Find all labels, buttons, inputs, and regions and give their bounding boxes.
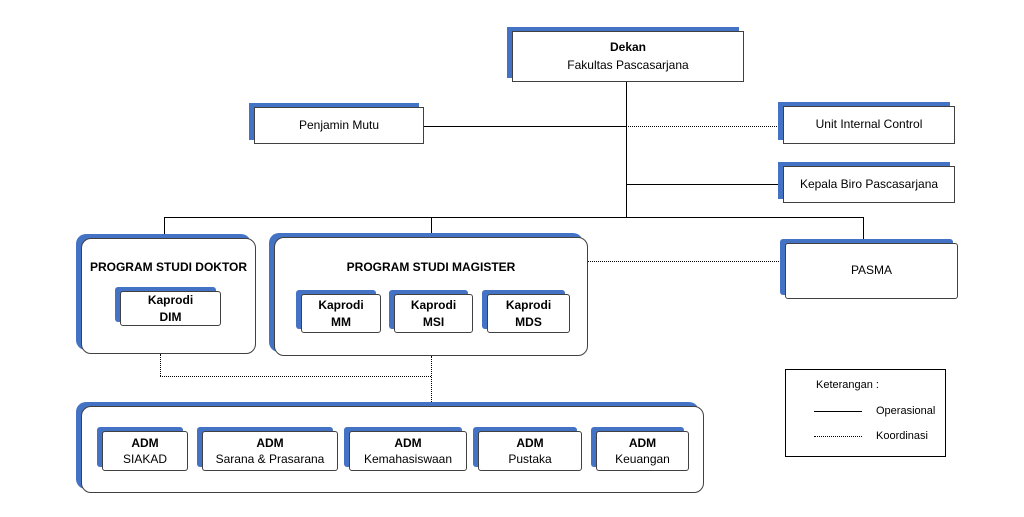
kaprodi-mds-line1: Kaprodi [505, 298, 552, 313]
adm-pustaka-box: ADM Pustaka [478, 431, 582, 471]
connector-dekan-trunk [626, 82, 627, 217]
adm-siakad-subtitle: SIAKAD [122, 452, 167, 466]
adm-keuangan-subtitle: Keuangan [615, 452, 670, 466]
adm-keuangan-title: ADM [628, 435, 657, 450]
kaprodi-mm-line2: MM [331, 314, 351, 329]
penjamin-mutu-label: Penjamin Mutu [298, 117, 380, 132]
adm-sarana-title: ADM [256, 435, 284, 450]
dekan-box: Dekan Fakultas Pascasarjana [512, 31, 744, 82]
legend-dotted-label: Koordinasi [876, 430, 928, 442]
legend-solid-label: Operasional [876, 405, 936, 417]
unit-internal-control-box: Unit Internal Control [783, 106, 955, 144]
adm-kemahasiswaan-box: ADM Kemahasiswaan [349, 431, 467, 471]
connector-doktor [164, 217, 165, 239]
connector-doktor-adm [160, 354, 161, 376]
kaprodi-msi-box: Kaprodi MSI [394, 294, 473, 333]
unit-internal-control-label: Unit Internal Control [815, 117, 923, 132]
connector-adm-bar [160, 376, 431, 377]
adm-sarana-box: ADM Sarana & Prasarana [202, 431, 338, 471]
program-studi-doktor-title: PROGRAM STUDI DOKTOR [89, 260, 248, 274]
pasma-box: PASMA [785, 243, 958, 299]
kaprodi-msi-line1: Kaprodi [410, 298, 457, 313]
adm-keuangan-box: ADM Keuangan [596, 431, 689, 471]
connector-programs-bar [164, 217, 863, 218]
adm-siakad-title: ADM [131, 435, 159, 450]
program-studi-magister-title: PROGRAM STUDI MAGISTER [346, 260, 516, 274]
program-studi-doktor-box: PROGRAM STUDI DOKTOR Kaprodi DIM [81, 238, 256, 354]
dekan-title: Dekan [609, 40, 647, 55]
connector-magister-adm [431, 356, 432, 406]
connector-magister-pasma [588, 261, 785, 262]
kaprodi-dim-line2: DIM [159, 309, 182, 324]
legend-title: Keterangan : [816, 379, 879, 391]
kaprodi-msi-line2: MSI [422, 314, 445, 329]
legend-box: Keterangan : Operasional Koordinasi [785, 369, 946, 457]
dekan-subtitle: Fakultas Pascasarjana [567, 57, 689, 72]
connector-kepala-biro [626, 184, 783, 185]
connector-unit-internal-control [626, 126, 783, 127]
adm-pustaka-title: ADM [516, 435, 544, 450]
adm-kemahasiswaan-subtitle: Kemahasiswaan [363, 452, 453, 466]
connector-pasma [863, 217, 864, 243]
connector-magister [431, 217, 432, 237]
adm-siakad-box: ADM SIAKAD [102, 431, 188, 471]
penjamin-mutu-box: Penjamin Mutu [254, 107, 424, 144]
kaprodi-mm-line1: Kaprodi [318, 298, 364, 313]
kaprodi-mm-box: Kaprodi MM [301, 294, 381, 333]
kepala-biro-label: Kepala Biro Pascasarjana [799, 176, 939, 191]
legend-solid-line-sample [814, 411, 862, 412]
kaprodi-mds-box: Kaprodi MDS [487, 294, 570, 333]
adm-pustaka-subtitle: Pustaka [508, 452, 552, 466]
adm-sarana-subtitle: Sarana & Prasarana [215, 452, 325, 466]
kaprodi-mds-line2: MDS [515, 314, 542, 329]
pasma-label: PASMA [850, 263, 893, 278]
kaprodi-dim-line1: Kaprodi [147, 293, 194, 308]
adm-container: ADM SIAKAD ADM Sarana & Prasarana ADM Ke… [81, 406, 704, 493]
adm-kemahasiswaan-title: ADM [394, 435, 422, 450]
program-studi-magister-box: PROGRAM STUDI MAGISTER Kaprodi MM Kaprod… [274, 237, 588, 356]
connector-penjamin-mutu [424, 126, 626, 127]
kaprodi-dim-box: Kaprodi DIM [120, 291, 221, 326]
kepala-biro-box: Kepala Biro Pascasarjana [783, 166, 955, 203]
legend-dotted-line-sample [814, 436, 862, 437]
